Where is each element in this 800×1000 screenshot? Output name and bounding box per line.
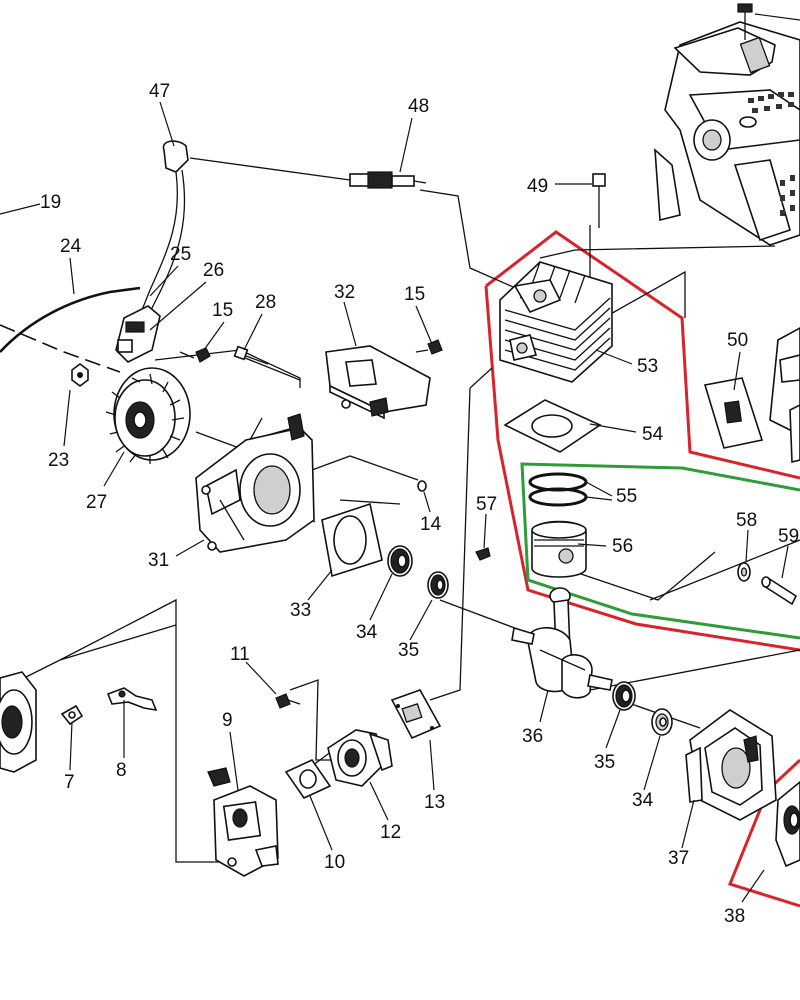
throttle-linkage-lever xyxy=(60,704,84,726)
label-part-7: 7 xyxy=(64,772,75,793)
intake-manifold xyxy=(327,729,393,787)
label-part-35a: 35 xyxy=(398,640,419,661)
label-part-36: 36 xyxy=(522,726,543,747)
throttle-cable xyxy=(0,203,141,353)
label-part-53: 53 xyxy=(637,356,658,377)
red-highlight-outline-cylinder xyxy=(485,230,800,480)
carburetor-screw xyxy=(275,693,301,709)
crankcase-gasket xyxy=(321,502,383,578)
label-part-50: 50 xyxy=(727,330,748,351)
label-part-37: 37 xyxy=(668,848,689,869)
piston-pin-clip xyxy=(737,562,751,582)
dowel-pin xyxy=(417,480,427,492)
flywheel-nut xyxy=(71,363,89,387)
spark-plug xyxy=(349,171,427,189)
crankshaft xyxy=(511,587,613,699)
label-part-57: 57 xyxy=(476,494,497,515)
label-leaders xyxy=(63,101,789,903)
label-part-25: 25 xyxy=(170,244,191,265)
crankcase-left xyxy=(195,413,315,553)
recoil-starter xyxy=(0,671,37,773)
muffler-gasket xyxy=(703,377,764,449)
throttle-linkage-arm xyxy=(106,687,158,712)
label-part-11: 11 xyxy=(230,644,250,665)
red-highlight-outline-clutch xyxy=(728,758,800,908)
label-part-9: 9 xyxy=(222,710,233,731)
label-part-34a: 34 xyxy=(356,622,378,643)
oil-seal-right xyxy=(651,708,673,736)
label-part-15b: 15 xyxy=(404,284,425,305)
label-part-49: 49 xyxy=(527,176,548,197)
label-part-48: 48 xyxy=(408,96,429,117)
piston xyxy=(531,520,587,578)
green-highlight-outline-piston xyxy=(520,462,800,640)
label-part-59: 59 xyxy=(778,526,799,547)
cylinder-bolt xyxy=(592,173,606,228)
clutch-housing xyxy=(775,780,800,868)
crank-bearing-left xyxy=(387,545,413,577)
cover-screw xyxy=(737,3,800,40)
label-part-15a: 15 xyxy=(212,300,233,321)
piston-rings xyxy=(528,472,588,507)
needle-bearing xyxy=(475,547,491,561)
label-part-34b: 34 xyxy=(632,790,654,811)
label-part-38: 38 xyxy=(724,906,745,927)
ignition-coil xyxy=(115,305,161,363)
engine-cover-shroud xyxy=(654,21,800,246)
label-part-10: 10 xyxy=(324,852,345,873)
label-part-58: 58 xyxy=(736,510,757,531)
part-number-labels: 47 48 49 19 24 25 26 15 28 32 15 53 50 5… xyxy=(40,81,799,927)
flywheel-axis-dash xyxy=(0,324,121,373)
carburetor xyxy=(207,767,279,877)
spark-plug-cap xyxy=(137,140,189,321)
red-highlight-outline-lower xyxy=(484,285,800,652)
label-part-13: 13 xyxy=(424,792,445,813)
label-part-23: 23 xyxy=(48,450,69,471)
label-part-27: 27 xyxy=(86,492,107,513)
oil-seal-left xyxy=(427,571,449,599)
label-part-33: 33 xyxy=(290,600,311,621)
flywheel xyxy=(105,367,191,464)
cylinder-base-gasket xyxy=(503,399,602,453)
label-part-32: 32 xyxy=(334,282,355,303)
label-part-54: 54 xyxy=(642,424,664,445)
label-part-28: 28 xyxy=(255,292,276,313)
muffler xyxy=(769,327,800,464)
label-part-14: 14 xyxy=(420,514,442,535)
crank-bearing-right xyxy=(612,681,636,711)
label-part-35b: 35 xyxy=(594,752,615,773)
label-part-26: 26 xyxy=(203,260,224,281)
label-part-47: 47 xyxy=(149,81,170,102)
air-filter-bracket xyxy=(325,345,431,420)
assembly-lines xyxy=(0,157,800,863)
crankcase-right xyxy=(685,709,777,821)
label-part-8: 8 xyxy=(116,760,127,781)
cylinder xyxy=(499,261,613,383)
piston-pin xyxy=(761,576,798,606)
label-part-19: 19 xyxy=(40,192,61,213)
label-part-56: 56 xyxy=(612,536,633,557)
insulator-gasket xyxy=(390,689,442,740)
label-part-24: 24 xyxy=(60,236,82,257)
carburetor-gasket xyxy=(284,758,332,800)
label-part-55: 55 xyxy=(616,486,637,507)
coil-screw xyxy=(179,347,211,363)
air-filter-screw xyxy=(415,339,443,355)
label-part-12: 12 xyxy=(380,822,401,843)
label-part-31: 31 xyxy=(148,550,169,571)
